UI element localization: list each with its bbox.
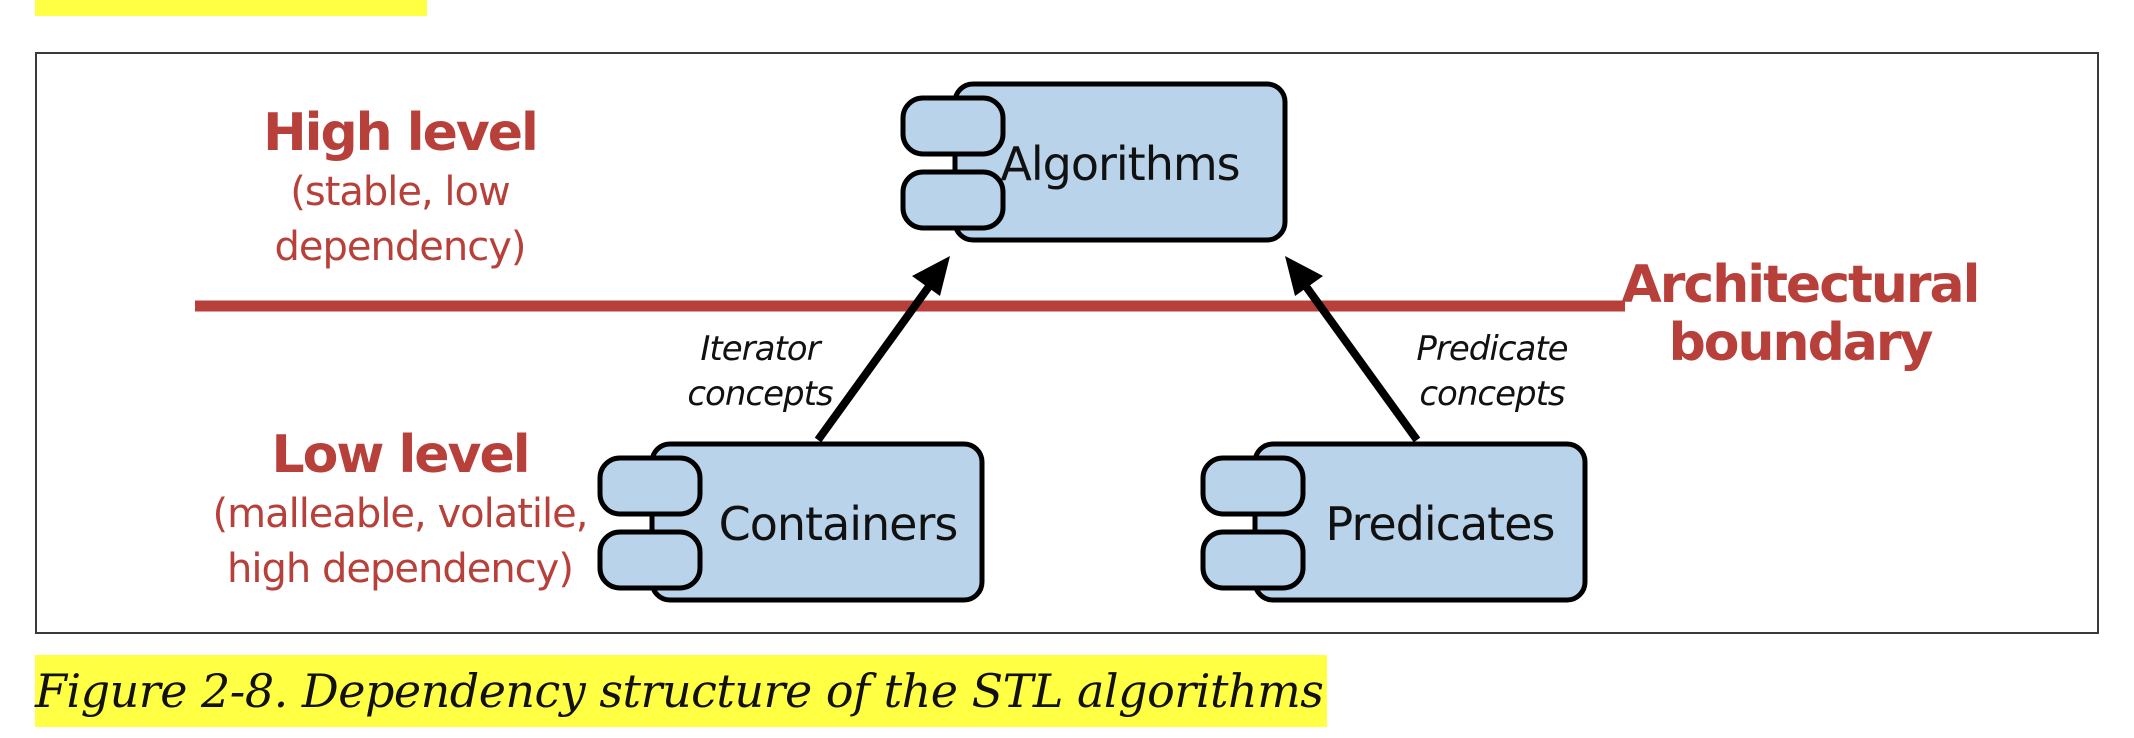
predicates-port-top [1200, 455, 1306, 517]
top-highlight-strip [35, 0, 427, 16]
low-level-sub-line2: high dependency) [227, 546, 573, 592]
algorithms-label: Algorithms [1000, 137, 1239, 191]
figure-frame [35, 52, 2099, 634]
containers-label: Containers [719, 497, 958, 551]
boundary-label-line1: Architectural [1622, 255, 1979, 315]
algorithms-component: Algorithms [900, 81, 1288, 243]
containers-port-bottom [597, 529, 703, 591]
predicate-concepts-line1: Predicate [1416, 329, 1567, 369]
containers-port-top [597, 455, 703, 517]
high-level-sub-line1: (stable, low [290, 169, 510, 215]
predicates-component: Predicates [1200, 441, 1588, 603]
low-level-sub-line1: (malleable, volatile, [213, 491, 588, 537]
boundary-label-line2: boundary [1669, 313, 1933, 373]
high-level-title: High level [263, 103, 537, 163]
predicates-port-bottom [1200, 529, 1306, 591]
figure-caption: Figure 2-8. Dependency structure of the … [35, 655, 1328, 727]
predicates-label: Predicates [1326, 497, 1555, 551]
low-level-title: Low level [271, 425, 528, 485]
iterator-arrow [814, 256, 950, 443]
iterator-concepts-line2: concepts [687, 374, 833, 414]
predicate-concepts-line2: concepts [1419, 374, 1565, 414]
predicate-arrow [1285, 256, 1421, 443]
containers-component: Containers [597, 441, 985, 603]
high-level-sub-line2: dependency) [275, 224, 526, 270]
iterator-concepts-line1: Iterator [700, 329, 822, 369]
algorithms-port-bottom [900, 169, 1006, 231]
algorithms-port-top [900, 95, 1006, 157]
